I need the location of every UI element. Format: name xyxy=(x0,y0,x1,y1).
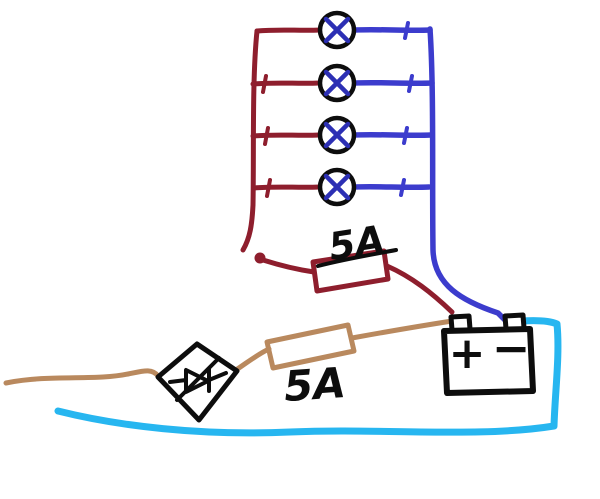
live-wire-group xyxy=(240,27,455,315)
live-branch-tick-marks xyxy=(261,74,272,198)
ground-wire-group xyxy=(54,317,562,437)
live-branch-wire-row1 xyxy=(254,27,323,34)
live-wire-to-fuse xyxy=(260,257,317,275)
return-wire-group xyxy=(352,21,509,324)
live-branch-wire-row4 xyxy=(251,184,322,191)
fuse-bottom-body xyxy=(264,322,357,371)
fuse-top-underline xyxy=(316,248,398,268)
lamp-icon xyxy=(317,167,357,207)
feed-wire-fuse-to-battery xyxy=(349,318,455,341)
ground-wire xyxy=(54,317,562,437)
lamp-cross-icon xyxy=(323,173,351,201)
battery-minus-label: − xyxy=(492,321,531,375)
lamp-icon xyxy=(317,63,357,103)
lamp-cross-icon xyxy=(323,69,351,97)
diode-symbol xyxy=(168,356,228,402)
lamp-cross-icon xyxy=(323,121,351,149)
feed-wire-diode-to-fuse xyxy=(233,346,272,373)
live-wire-fuse-to-battery xyxy=(384,263,455,315)
live-branch-wire-row2 xyxy=(250,80,322,87)
return-branch-wire-row3 xyxy=(352,131,434,139)
live-branch-wire-row3 xyxy=(250,132,322,139)
live-bus-vertical-wire xyxy=(240,28,260,253)
battery-negative-terminal xyxy=(502,312,527,332)
battery-plus-label: + xyxy=(449,328,486,379)
return-branch-wire-row2 xyxy=(352,79,435,87)
lamp-icon xyxy=(317,115,357,155)
feed-wire-group xyxy=(3,318,455,386)
fuse-rating-label-bottom: 5A xyxy=(282,358,347,411)
ink-parts-group xyxy=(155,248,536,423)
battery-positive-terminal xyxy=(448,313,473,333)
fuse-rating-label-top: 5A xyxy=(326,217,388,269)
return-branch-wire-row4 xyxy=(352,183,432,191)
battery-body xyxy=(441,326,536,396)
lamp-bank xyxy=(317,10,357,207)
feed-wire-left-segment xyxy=(3,368,161,386)
return-branch-tick-marks xyxy=(399,21,414,197)
lamp-cross-icon xyxy=(323,16,351,44)
fuse-top-body xyxy=(310,248,391,294)
lamp-icon xyxy=(317,10,357,50)
return-branch-wire-row1 xyxy=(352,26,433,34)
return-bus-vertical-wire xyxy=(427,26,509,324)
